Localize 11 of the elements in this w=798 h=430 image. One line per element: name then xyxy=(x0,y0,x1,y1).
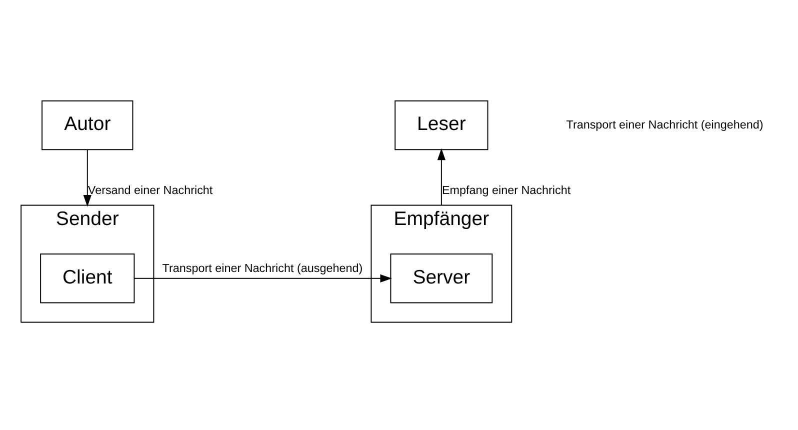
label: Transport einer Nachricht (eingehend) xyxy=(566,118,764,131)
edge-label: Versand einer Nachricht xyxy=(88,184,213,197)
arrow xyxy=(437,148,446,206)
arrow xyxy=(134,274,392,282)
node-box: Leser xyxy=(394,100,488,150)
edge-label: Empfang einer Nachricht xyxy=(442,184,571,197)
arrow xyxy=(83,148,92,206)
node-box: Autor xyxy=(42,100,134,150)
node-box: Server xyxy=(390,253,493,303)
node-box: Client xyxy=(40,253,135,303)
edge-label: Transport einer Nachricht (ausgehend) xyxy=(162,262,363,275)
